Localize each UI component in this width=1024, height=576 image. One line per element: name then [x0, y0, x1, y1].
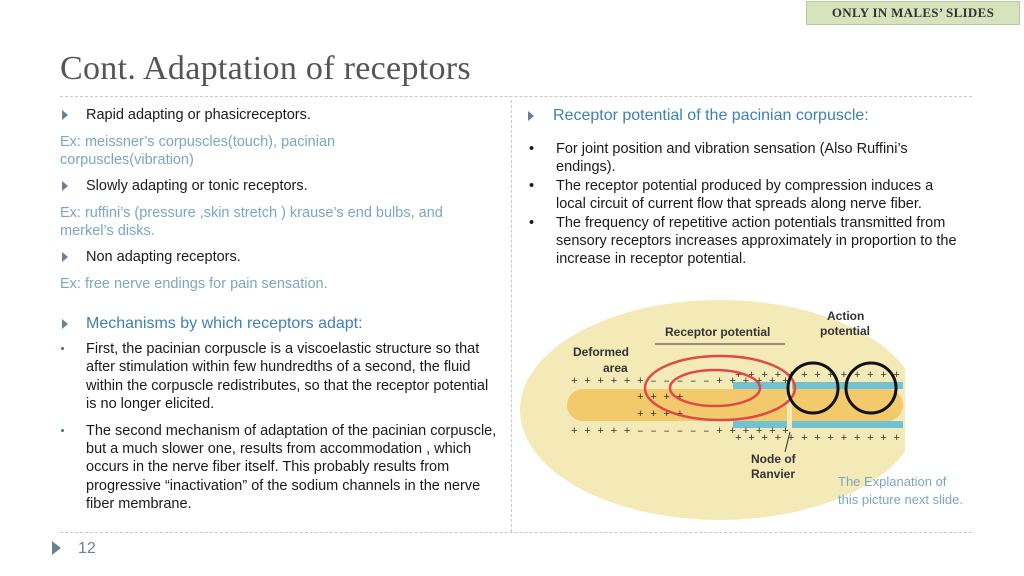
- slow-adapting-item: Slowly adapting or tonic receptors.: [60, 177, 500, 195]
- receptor-bullet-3: • The frequency of repetitive action pot…: [529, 214, 957, 268]
- bullet-icon: •: [529, 214, 535, 231]
- action-potential-loop-1: [786, 361, 840, 415]
- footer-divider: [60, 532, 972, 533]
- node-of-ranvier: [787, 380, 792, 430]
- charge-marks-bottom-right: + + + + + + + + + + + + +: [735, 433, 900, 445]
- receptor-potential-heading: Receptor potential of the pacinian corpu…: [526, 106, 966, 126]
- arrow-bullet-icon: [528, 111, 534, 121]
- dot-bullet-icon: [61, 347, 64, 350]
- receptor-bullet-2: • The receptor potential produced by com…: [529, 177, 934, 213]
- mechanism-bullet-2: The second mechanism of adaptation of th…: [60, 422, 500, 514]
- rapid-adapting-item: Rapid adapting or phasicreceptors.: [60, 106, 500, 124]
- charge-marks-bottom: + + + + + – – – – – – + + + + + +: [571, 426, 789, 438]
- bullet-icon: •: [529, 141, 535, 157]
- label-node-line2: Ranvier: [751, 467, 795, 481]
- label-deformed-line2: area: [603, 361, 628, 375]
- figure-caption: The Explanation of this picture next sli…: [838, 474, 964, 507]
- page-number: 12: [78, 540, 96, 557]
- myelin-sheath-top: [733, 382, 903, 389]
- dot-bullet-icon: [61, 428, 64, 432]
- non-adapting-example: Ex: free nerve endings for pain sensatio…: [60, 276, 328, 292]
- bullet-icon: •: [529, 177, 535, 194]
- slide-title: Cont. Adaptation of receptors: [60, 50, 471, 87]
- charge-marks-top: + + + + + + – – – – – + + + + + +: [571, 376, 789, 388]
- page-arrow-icon: [52, 541, 61, 555]
- arrow-bullet-icon: [62, 181, 68, 191]
- arrow-bullet-icon: [62, 319, 68, 329]
- action-potential-loop-2: [844, 361, 898, 415]
- label-receptor-potential: Receptor potential: [665, 325, 770, 339]
- mechanisms-heading: Mechanisms by which receptors adapt:: [60, 315, 500, 333]
- males-only-badge: ONLY IN MALES’ SLIDES: [806, 1, 1020, 25]
- label-node-line1: Node of: [751, 452, 797, 466]
- label-deformed-line1: Deformed: [573, 345, 629, 359]
- slow-adapting-example: Ex: ruffini’s (pressure ,skin stretch ) …: [60, 205, 443, 239]
- current-loop-outer: [643, 354, 797, 422]
- column-divider: [511, 100, 512, 532]
- title-divider: [60, 96, 972, 97]
- myelin-sheath-bottom: [733, 421, 903, 428]
- label-action-line2: potential: [820, 324, 870, 338]
- current-loop-inner: [668, 368, 762, 408]
- receptor-bullet-1: • For joint position and vibration sensa…: [529, 141, 908, 176]
- right-column: Receptor potential of the pacinian corpu…: [526, 106, 966, 269]
- charge-marks-top-right: + + + + + + + + + + + + +: [735, 370, 900, 382]
- pacinian-corpuscle-figure: + + + + + + – – – – – + + + + + + + + + …: [520, 300, 905, 520]
- rapid-adapting-example: Ex: meissner’s corpuscles(touch), pacini…: [60, 134, 336, 168]
- left-column: Rapid adapting or phasicreceptors. Ex: m…: [60, 106, 500, 514]
- arrow-bullet-icon: [62, 110, 68, 120]
- node-pointer: [784, 431, 791, 453]
- non-adapting-item: Non adapting receptors.: [60, 248, 500, 266]
- mechanism-bullet-1: First, the pacinian corpuscle is a visco…: [60, 340, 490, 414]
- label-action-line1: Action: [827, 309, 864, 323]
- arrow-bullet-icon: [62, 252, 68, 262]
